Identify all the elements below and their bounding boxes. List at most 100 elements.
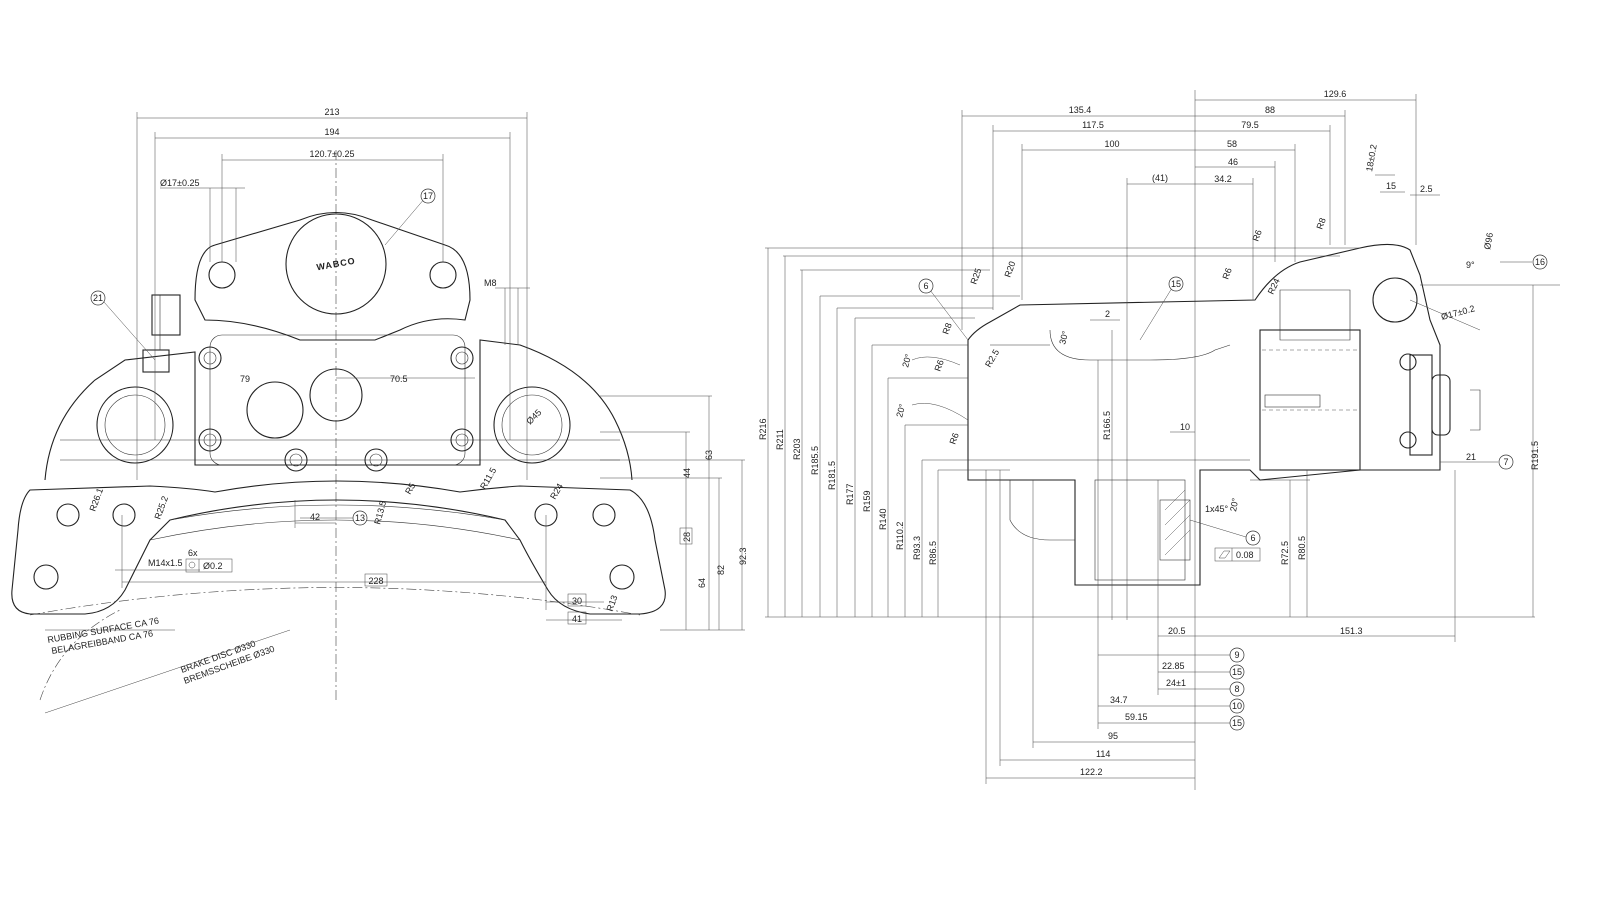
dim-120: 120.7±0.25 <box>310 149 355 159</box>
dim-r6b: R6 <box>947 431 960 445</box>
dim-r177: R177 <box>845 483 855 505</box>
dim-r6e: R6 <box>1220 266 1233 280</box>
actuator-cap <box>1409 354 1433 456</box>
balloon-8 <box>1229 681 1245 697</box>
dim-r216: R216 <box>758 418 768 440</box>
dim-2-5: 2.5 <box>1420 184 1433 194</box>
dim-79: 79.5 <box>1241 120 1259 130</box>
front-notes: RUBBING SURFACE CA 76 BELAGREIBBAND CA 7… <box>44 615 291 714</box>
dim-flatness: 0.08 <box>1236 550 1254 560</box>
dim-r20: R20 <box>1002 260 1017 279</box>
dim-70: 70.5 <box>390 374 408 384</box>
dim-m14: M14x1.5 <box>148 558 183 568</box>
svg-text:7: 7 <box>1503 457 1508 467</box>
front-view: WABCO <box>11 107 748 714</box>
dim-r6d: R6 <box>1250 228 1263 242</box>
dim-dia96: Ø96 <box>1482 232 1495 250</box>
svg-text:6: 6 <box>923 281 928 291</box>
dim-r191: R191.5 <box>1530 441 1540 470</box>
dim-151: 151.3 <box>1340 626 1363 636</box>
side-radius-dimensions: R216 R211 R203 R185.5 R181.5 R177 R159 R… <box>758 247 1560 618</box>
dim-r86: R86.5 <box>928 541 938 565</box>
sensor-housing <box>151 294 181 336</box>
dim-r11: R11.5 <box>478 466 498 491</box>
dim-228: 228 <box>368 576 383 586</box>
dim-79: 79 <box>240 374 250 384</box>
dim-135: 135.4 <box>1069 105 1092 115</box>
balloon-13 <box>352 510 368 526</box>
dim-2: 2 <box>1105 309 1110 319</box>
bolt-5 <box>284 448 308 472</box>
dim-82: 82 <box>716 565 726 575</box>
bolts <box>198 346 474 472</box>
guide-bore-left-inner <box>104 394 166 456</box>
dim-r25: R25 <box>968 267 983 286</box>
dim-r72: R72.5 <box>1280 541 1290 565</box>
dim-46: 46 <box>1228 157 1238 167</box>
balloon-15b <box>1229 664 1245 680</box>
dim-41-ref: (41) <box>1152 173 1168 183</box>
balloon-21 <box>90 290 106 306</box>
carrier-inner-arc-2 <box>149 519 521 541</box>
svg-text:10: 10 <box>1232 701 1242 711</box>
dim-44: 44 <box>682 468 692 478</box>
dim-r211: R211 <box>775 429 785 450</box>
svg-text:6: 6 <box>1250 533 1255 543</box>
dim-63: 63 <box>704 450 714 460</box>
balloon-17 <box>420 188 436 204</box>
dim-122: 122.2 <box>1080 767 1103 777</box>
svg-text:15: 15 <box>1232 667 1242 677</box>
dim-20deg-c: 20° <box>1228 497 1240 513</box>
bolt-3 <box>450 346 474 370</box>
side-view: 135.4 117.5 100 (41) 129.6 88 79.5 58 4 <box>758 89 1560 790</box>
dim-41: 41 <box>572 614 582 624</box>
dim-34-7: 34.7 <box>1110 695 1128 705</box>
dim-20deg-a: 20° <box>900 352 913 368</box>
side-balloons: 6 15 6 16 7 9 15 8 10 15 <box>918 254 1548 731</box>
carrier-hole-1 <box>56 503 80 527</box>
dim-r181: R181.5 <box>827 461 837 490</box>
dim-r13b: R13 <box>604 594 619 613</box>
cover-hole-right <box>429 261 457 289</box>
cover-hole-left <box>208 261 236 289</box>
dim-129: 129.6 <box>1324 89 1347 99</box>
dim-9deg: 9° <box>1466 260 1475 270</box>
dim-42: 42 <box>310 512 320 522</box>
svg-text:9: 9 <box>1234 650 1239 660</box>
piston-bore-left <box>246 381 304 439</box>
dim-r24: R24 <box>548 482 565 501</box>
bolt-4 <box>450 428 474 452</box>
guide-bore-right-inner <box>501 394 563 456</box>
dim-dia17: Ø17±0.25 <box>160 178 199 188</box>
dim-r110: R110.2 <box>895 522 905 550</box>
dim-r25: R25.2 <box>152 495 170 521</box>
wabco-logo: WABCO <box>316 256 357 273</box>
dim-r203: R203 <box>792 438 802 460</box>
svg-text:21: 21 <box>93 293 103 303</box>
housing-cover <box>194 212 471 341</box>
front-dimensions: 213 194 120.7±0.25 Ø17±0.25 M8 79 70.5 Ø… <box>87 107 748 631</box>
side-bottom-dimensions: 20.5 151.3 22.85 24±1 34.7 59.15 95 114 … <box>985 360 1456 784</box>
dim-22: 22.85 <box>1162 661 1185 671</box>
dim-58: 58 <box>1227 139 1237 149</box>
dim-r140: R140 <box>878 508 888 530</box>
dim-59: 59.15 <box>1125 712 1148 722</box>
balloon-7 <box>1498 454 1514 470</box>
svg-text:17: 17 <box>423 191 433 201</box>
dim-21: 21 <box>1466 452 1476 462</box>
guide-bore-left <box>96 386 174 464</box>
balloon-6a <box>918 278 934 294</box>
dim-30: 30 <box>572 596 582 606</box>
dim-r80: R80.5 <box>1297 536 1307 560</box>
dim-88: 88 <box>1265 105 1275 115</box>
carrier-bracket <box>11 480 666 615</box>
dim-28: 28 <box>682 532 692 542</box>
carrier-inner-arc <box>169 504 506 521</box>
dim-117: 117.5 <box>1082 120 1104 130</box>
balloon-9 <box>1229 647 1245 663</box>
dim-r5: R5 <box>403 481 417 496</box>
dim-r2-5: R2.5 <box>983 348 1001 369</box>
disc-outline-arc <box>39 609 121 701</box>
side-hatching <box>1164 489 1191 556</box>
actuator-bore <box>1372 277 1418 323</box>
